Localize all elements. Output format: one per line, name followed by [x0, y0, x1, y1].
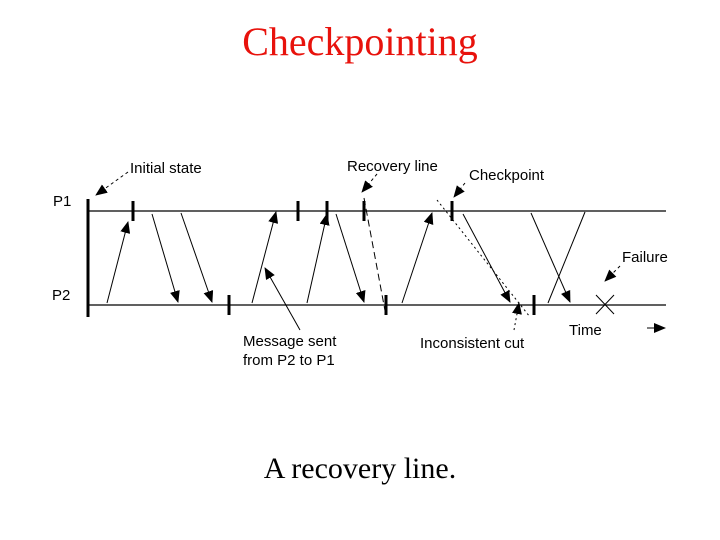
inconsistent-cut-pointer	[512, 302, 522, 331]
failure-pointer	[604, 265, 621, 282]
message-arrow	[180, 212, 214, 303]
message-arrow	[106, 221, 131, 304]
messages	[106, 211, 586, 304]
recovery-line	[363, 197, 387, 317]
slide-caption: A recovery line.	[263, 452, 457, 485]
recovery-line-pointer	[361, 173, 378, 193]
message-arrow	[151, 213, 180, 303]
checkpoint-label: Checkpoint	[469, 167, 545, 184]
message-arrow	[530, 212, 571, 303]
recovery-line-label: Recovery line	[347, 158, 438, 175]
failure-cross	[595, 294, 615, 315]
message-label-pointer	[264, 267, 301, 331]
p1-label: P1	[53, 193, 71, 210]
message-label-line2: from P2 to P1	[243, 352, 335, 369]
time-label: Time	[569, 322, 602, 339]
message-arrow	[306, 213, 330, 304]
message-label-line1: Message sent	[243, 333, 337, 350]
p2-label: P2	[52, 287, 70, 304]
message-arrow	[401, 212, 434, 304]
message-arrow	[335, 213, 366, 303]
checkpoint-pointer	[453, 182, 466, 198]
message-arrow	[547, 211, 586, 304]
inconsistent-cut-label: Inconsistent cut	[420, 335, 525, 352]
message-arrow	[462, 213, 511, 303]
initial-state-pointer	[95, 171, 129, 196]
slide-title: Checkpointing	[242, 19, 478, 64]
failure-label: Failure	[622, 249, 668, 266]
message-arrow	[251, 211, 279, 304]
initial-state-label: Initial state	[130, 160, 202, 177]
